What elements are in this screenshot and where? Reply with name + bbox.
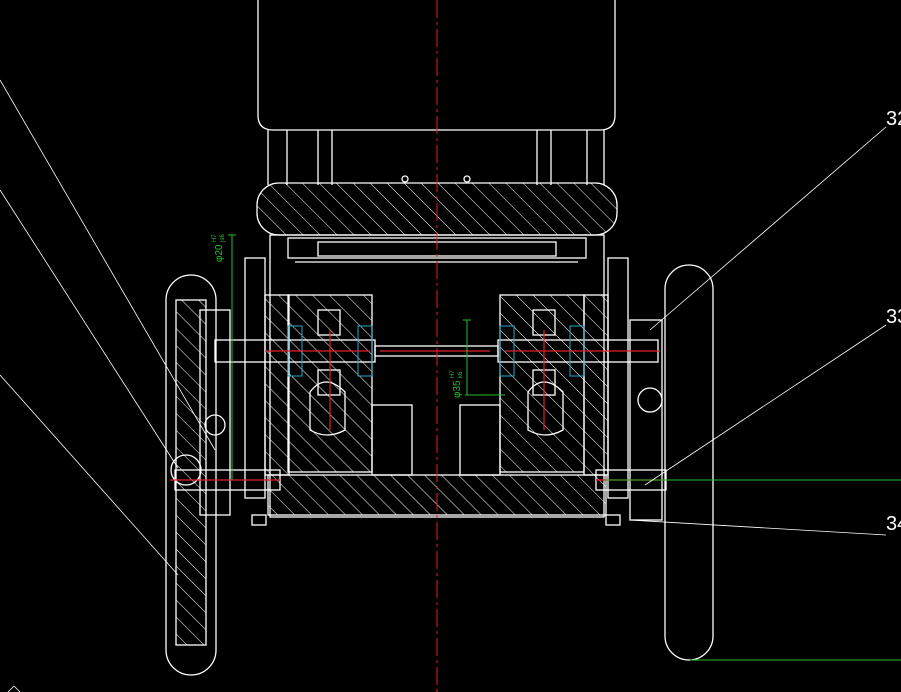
svg-text:H7: H7 [212, 234, 218, 242]
dimension-phi20: φ20 H7 js6 [212, 234, 226, 262]
right-wheel [629, 264, 714, 661]
dimension-phi35: φ35 H7 k6 [450, 370, 464, 398]
svg-text:φ20: φ20 [214, 244, 225, 262]
right-leader-lines [629, 126, 887, 536]
svg-text:js6: js6 [220, 234, 226, 243]
svg-text:H7: H7 [450, 370, 456, 378]
part-label-32: 32 [886, 108, 901, 130]
svg-text:k6: k6 [458, 371, 464, 378]
part-label-34: 34 [886, 513, 901, 535]
svg-text:φ35: φ35 [452, 380, 463, 398]
left-wheel [165, 274, 231, 676]
dimension-lines [228, 234, 901, 661]
part-label-33: 33 [886, 306, 901, 328]
